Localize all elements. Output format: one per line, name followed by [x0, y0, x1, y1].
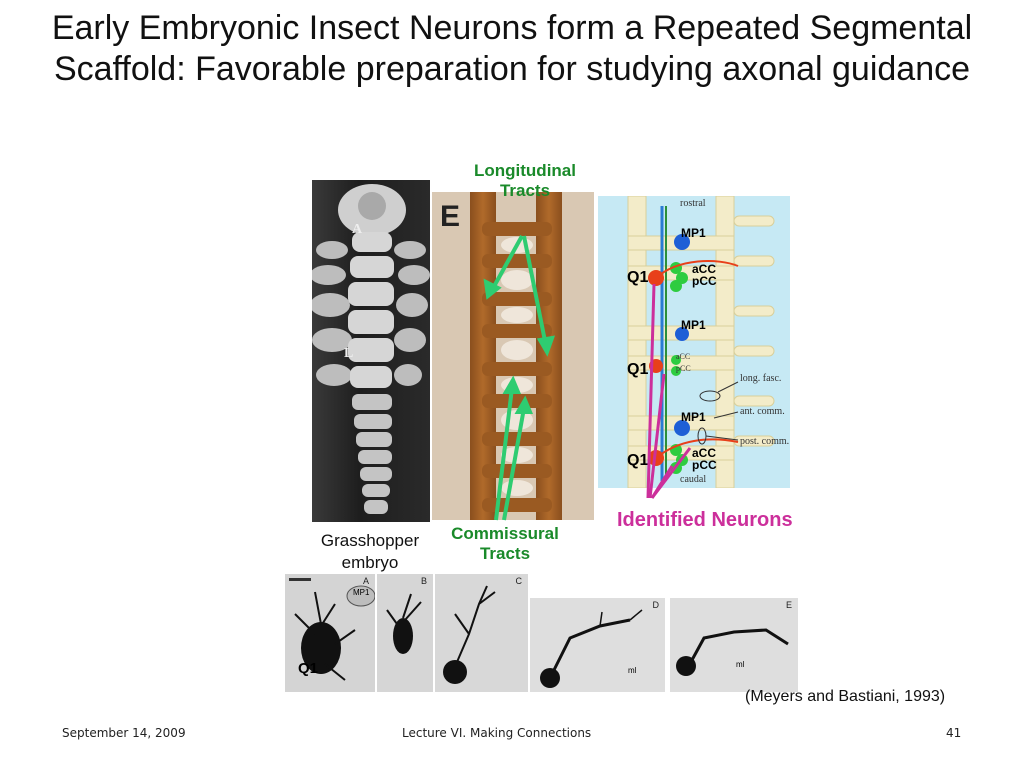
bottom-panel-c-image — [435, 574, 528, 692]
diagram-pcc-label-1: pCC — [692, 274, 717, 288]
bottom-panel-b-image — [377, 574, 433, 692]
footer-lecture-title: Lecture VI. Making Connections — [402, 726, 592, 740]
diagram-ant-comm-label: ant. comm. — [740, 406, 785, 417]
diagram-acc-label-3: aCC — [692, 446, 717, 460]
diagram-pcc-label-2: pCC — [676, 364, 691, 373]
grasshopper-embryo-caption: Grasshopper embryo — [320, 531, 420, 572]
bottom-panel-d-letter: D — [652, 600, 660, 610]
q1-label-1: Q1 — [627, 269, 649, 286]
grasshopper-embryo-photo: A L — [312, 180, 430, 522]
neuron-diagram: rostral caudal MP1 aCC pCC MP1 aCC pCC M… — [598, 196, 790, 488]
diagram-mp1-label-2: MP1 — [681, 318, 706, 332]
diagram-illustration — [627, 196, 775, 488]
bottom-panel-d: D ml — [530, 598, 665, 692]
diagram-acc-label-2: aCC — [676, 352, 691, 361]
bottom-panel-b-letter: B — [420, 576, 427, 586]
embryo-label-l: L — [344, 346, 354, 361]
q1-label-2: Q1 — [627, 361, 649, 378]
bottom-panel-d-image — [530, 598, 665, 692]
diagram-acc-label-1: aCC — [692, 262, 717, 276]
bottom-panel-e: E ml — [670, 598, 798, 692]
commissural-tracts-label: Commissural Tracts — [451, 524, 559, 563]
scaffold-panel-letter: E — [440, 200, 461, 233]
diagram-pcc-label-3: pCC — [692, 458, 717, 472]
embryo-illustration — [312, 184, 430, 514]
bottom-panel-b: B — [377, 574, 433, 692]
slide-title: Early Embryonic Insect Neurons form a Re… — [51, 9, 973, 88]
diagram-caudal-label: caudal — [680, 474, 707, 485]
bottom-panel-e-ml-label: ml — [736, 660, 745, 669]
bottom-panel-a-letter: A — [362, 576, 369, 586]
bottom-panel-c-letter: C — [515, 576, 523, 586]
diagram-rostral-label: rostral — [680, 198, 706, 209]
longitudinal-tracts-label: Longitudinal Tracts — [474, 161, 576, 200]
embryo-label-a: A — [352, 222, 363, 237]
diagram-mp1-label-3: MP1 — [681, 410, 706, 424]
identified-neurons-label: Identified Neurons — [617, 509, 793, 531]
bottom-panel-d-ml-label: ml — [628, 666, 637, 675]
diagram-mp1-label-1: MP1 — [681, 226, 706, 240]
diagram-post-comm-label: post. comm. — [740, 436, 790, 447]
bottom-panel-e-image — [670, 598, 798, 692]
bottom-panel-a: A MP1 — [285, 574, 375, 692]
bottom-panel-a-image — [285, 574, 375, 692]
q1-label-3: Q1 — [627, 452, 649, 469]
diagram-long-fasc-label: long. fasc. — [740, 373, 782, 384]
footer-page-number: 41 — [946, 726, 962, 740]
bottom-panel-mp1-label: MP1 — [353, 588, 370, 597]
citation: (Meyers and Bastiani, 1993) — [745, 688, 946, 705]
bottom-panel-c: C — [435, 574, 528, 692]
bottom-panel-e-letter: E — [785, 600, 792, 610]
footer-date: September 14, 2009 — [62, 726, 186, 740]
bottom-q1-label: Q1 — [298, 660, 319, 677]
